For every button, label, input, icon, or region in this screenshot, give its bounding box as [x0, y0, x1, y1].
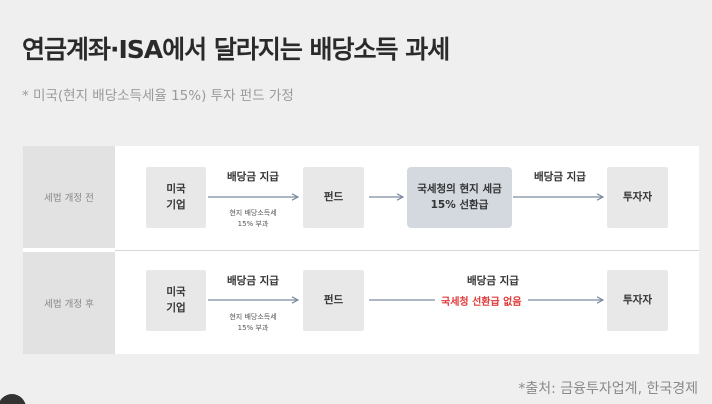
page-title: 연금계좌·ISA에서 달라지는 배당소득 과세: [22, 35, 450, 64]
box-us-company-line1: 미국: [166, 183, 186, 196]
box-refund-before: 국세청의 현지 세금 15% 선환급: [407, 167, 512, 228]
box-us-company-line2: 기업: [166, 198, 186, 211]
note-local-tax-line2: 15% 부과: [237, 219, 269, 228]
note-no-refund: 국세청 선환급 없음: [435, 293, 528, 308]
box-refund-line2: 15% 선환급: [430, 198, 489, 211]
box-fund-after: 펀드: [303, 270, 364, 331]
note-local-tax-after-line2: 15% 부과: [237, 323, 269, 332]
box-investor-after: 투자자: [607, 270, 668, 331]
label-dividend-before-3: 배당금 지급: [534, 171, 586, 183]
box-fund-before: 펀드: [303, 167, 364, 228]
row-label-after: 세법 개정 후: [23, 252, 115, 354]
note-local-tax-before: 현지 배당소득세 15% 부과: [213, 208, 293, 230]
box-us-company-after: 미국 기업: [146, 270, 206, 331]
box-us-company-after-line1: 미국: [166, 286, 186, 299]
note-local-tax-after: 현지 배당소득세 15% 부과: [213, 312, 293, 334]
box-us-company-before: 미국 기업: [146, 167, 206, 228]
note-local-tax-after-line1: 현지 배당소득세: [229, 313, 277, 321]
corner-badge-icon: [0, 394, 26, 404]
label-dividend-after-1: 배당금 지급: [227, 275, 279, 287]
box-refund-line1: 국세청의 현지 세금: [417, 183, 502, 196]
box-investor-before: 투자자: [607, 167, 668, 228]
page-subtitle: * 미국(현지 배당소득세율 15%) 투자 펀드 가정: [22, 88, 294, 104]
note-local-tax-line1: 현지 배당소득세: [229, 209, 277, 217]
row-label-before: 세법 개정 전: [23, 146, 115, 248]
source-note: *출처: 금융투자업계, 한국경제: [518, 381, 698, 397]
box-us-company-after-line2: 기업: [166, 301, 186, 314]
diagram-panel: 세법 개정 전 세법 개정 후 미국 기업 배당금 지급 현지 배당소득세 15…: [23, 146, 699, 354]
label-dividend-after-2: 배당금 지급: [467, 275, 519, 287]
row-divider: [115, 250, 699, 251]
label-dividend-before-1: 배당금 지급: [227, 171, 279, 183]
